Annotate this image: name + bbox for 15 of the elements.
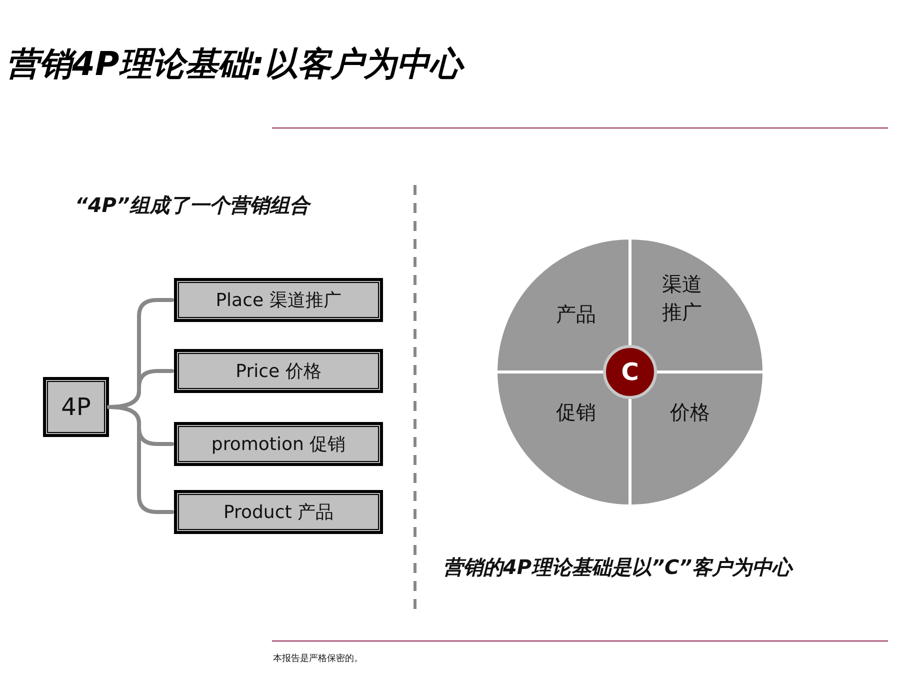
pie-circle <box>496 238 764 506</box>
category-box: 4P <box>45 379 107 435</box>
caption-text: 营销的4P理论基础是以”C”客户为中心 <box>443 554 792 581</box>
quadrant-label: 渠道推广 <box>661 271 703 326</box>
item-box: Product 产品 <box>176 492 381 532</box>
brace-connector <box>107 405 174 514</box>
item-box: Place 渠道推广 <box>176 280 381 320</box>
quadrant-label: 产品 <box>555 301 597 328</box>
quadrant-label: 价格 <box>669 399 711 426</box>
item-box: Price 价格 <box>176 351 381 391</box>
quadrant-label: 促销 <box>555 399 597 426</box>
caption-text: “4P”组成了一个营销组合 <box>75 192 310 219</box>
slide-title: 营销4P理论基础:以客户为中心 <box>6 42 462 87</box>
footer-note: 本报告是严格保密的。 <box>273 652 363 665</box>
item-box: promotion 促销 <box>176 424 381 464</box>
